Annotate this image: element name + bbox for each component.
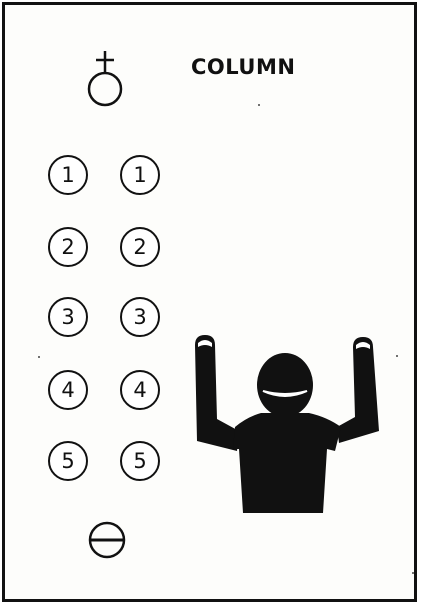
- left-number-4: 4: [48, 370, 88, 410]
- left-number-5: 5: [48, 441, 88, 481]
- minus-circle-icon: [85, 518, 129, 562]
- scan-speck: [396, 355, 398, 357]
- right-number-3: 3: [120, 297, 160, 337]
- left-number-1: 1: [48, 155, 88, 195]
- person-arms-raised-icon: [187, 331, 387, 517]
- right-number-1: 1: [120, 155, 160, 195]
- left-number-3: 3: [48, 297, 88, 337]
- right-number-5: 5: [120, 441, 160, 481]
- scan-speck: [412, 572, 414, 574]
- column-heading: COLUMN: [191, 55, 295, 79]
- right-number-2: 2: [120, 227, 160, 267]
- plus-circle-icon: [81, 47, 131, 109]
- left-number-2: 2: [48, 227, 88, 267]
- scan-speck: [38, 356, 40, 358]
- scan-speck: [258, 104, 260, 106]
- worksheet-frame: COLUMN 1 2 3 4 5 1 2 3 4 5: [2, 2, 417, 602]
- right-number-4: 4: [120, 370, 160, 410]
